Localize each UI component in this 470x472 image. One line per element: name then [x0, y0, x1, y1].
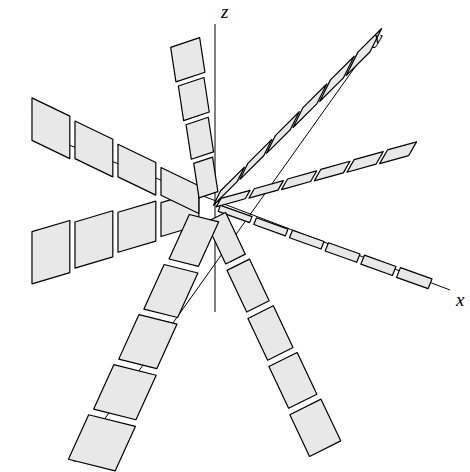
y-axis: [74, 46, 370, 462]
panel: [169, 214, 219, 266]
panel: [216, 190, 250, 207]
panel: [320, 56, 355, 101]
panel: [75, 121, 113, 177]
panel: [249, 181, 283, 199]
panel: [361, 255, 396, 275]
panel: [68, 415, 135, 471]
panel: [289, 230, 324, 249]
panel: [144, 265, 198, 318]
panel: [269, 352, 317, 408]
panel: [293, 84, 327, 127]
panel: [32, 98, 70, 159]
panel: [118, 201, 156, 252]
panel: [240, 139, 272, 179]
panel: [347, 152, 383, 173]
axis-label: y: [374, 28, 382, 47]
panel: [267, 112, 300, 154]
panel: [254, 218, 288, 236]
panel: [325, 243, 360, 263]
panel: [94, 365, 157, 420]
panel: [118, 144, 156, 195]
panel: [346, 29, 381, 76]
panels: [32, 29, 432, 471]
panel: [227, 259, 269, 312]
panel: [290, 399, 341, 456]
panel: [119, 315, 177, 369]
panel: [171, 38, 205, 82]
panel: [75, 211, 113, 268]
axis-label: x: [456, 290, 464, 309]
axis-label: z: [221, 2, 228, 21]
panel: [161, 168, 199, 214]
panel: [248, 306, 293, 360]
panel: [282, 171, 317, 190]
panel: [380, 142, 417, 164]
axes: [40, 24, 450, 462]
panel: [397, 268, 432, 289]
panel: [194, 157, 218, 198]
panel: [186, 117, 214, 159]
panel: [178, 77, 209, 120]
panel: [32, 220, 70, 283]
panel: [314, 161, 350, 181]
